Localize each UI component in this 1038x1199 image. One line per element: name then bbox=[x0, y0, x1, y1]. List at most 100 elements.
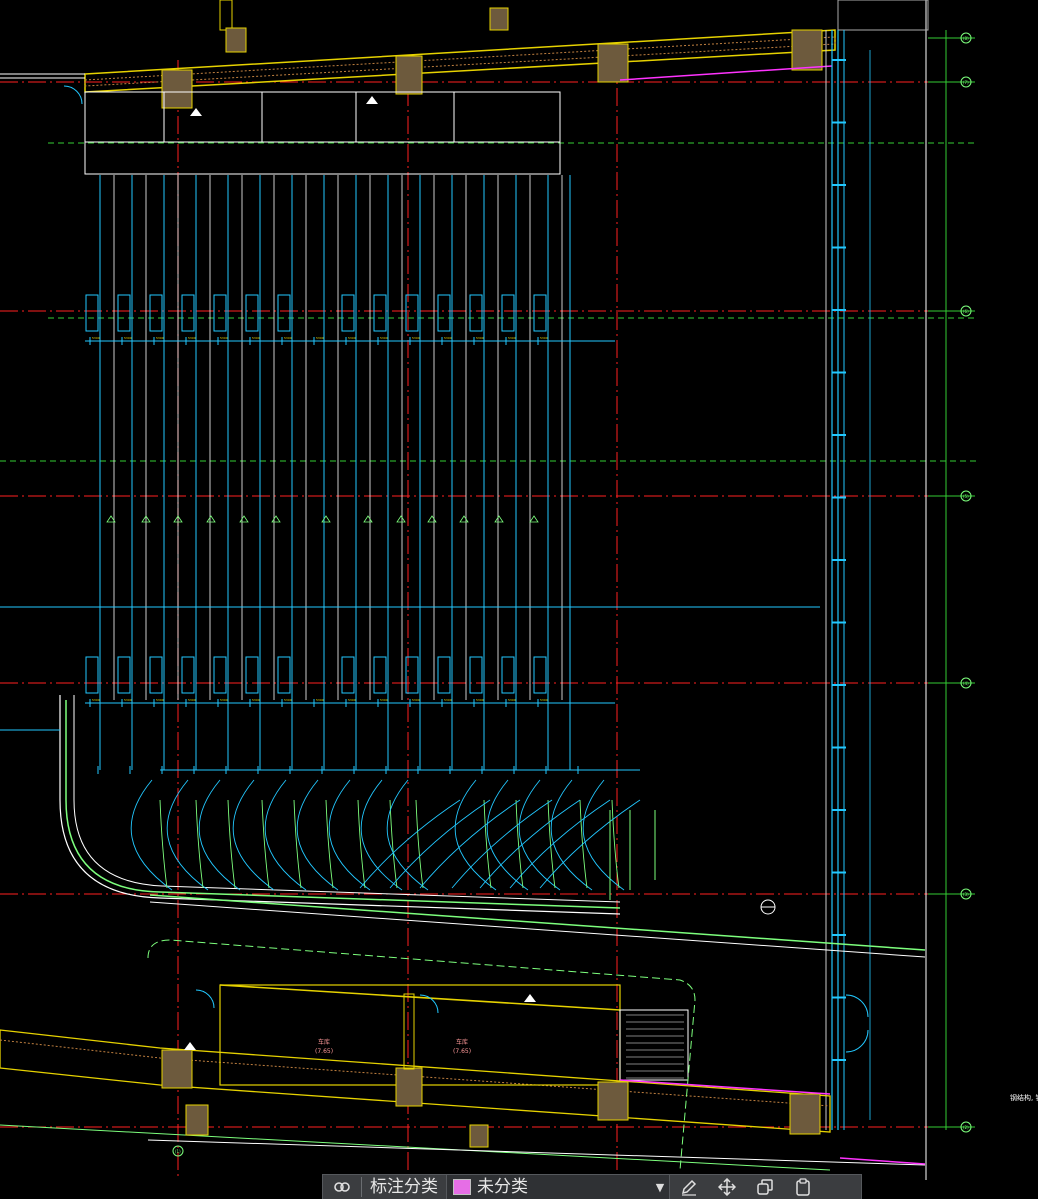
turning-arc-green bbox=[159, 799, 168, 889]
stall-marker-bottom bbox=[373, 656, 387, 694]
north-marker bbox=[190, 108, 202, 116]
dim-text: 5300 bbox=[156, 336, 164, 340]
level-marker bbox=[427, 515, 437, 523]
dim-text: 5300 bbox=[540, 336, 548, 340]
dim-text: 5300 bbox=[252, 698, 260, 702]
dim-text: 5300 bbox=[220, 698, 228, 702]
level-marker bbox=[396, 515, 406, 523]
turning-arc bbox=[486, 779, 529, 891]
ramp-wall-inner bbox=[73, 695, 621, 903]
turning-arc-green bbox=[483, 799, 492, 889]
upper-wall-band bbox=[84, 29, 836, 93]
axis-bubble-label: (4) bbox=[963, 681, 969, 686]
axis-bubble bbox=[960, 677, 972, 689]
stall-marker-bottom bbox=[149, 656, 163, 694]
dim-text: 5300 bbox=[412, 336, 420, 340]
column bbox=[395, 1067, 423, 1107]
axis-bubble bbox=[960, 305, 972, 317]
dim-text: 5300 bbox=[92, 698, 100, 702]
turning-arc-green bbox=[611, 799, 620, 889]
turning-arc-right bbox=[479, 799, 581, 889]
axis-bubble bbox=[960, 490, 972, 502]
chevron-down-icon: ▼ bbox=[655, 1180, 665, 1194]
level-marker bbox=[173, 515, 183, 523]
edit-icon bbox=[680, 1178, 698, 1196]
turning-arc-green bbox=[293, 799, 302, 889]
level-marker bbox=[529, 515, 539, 523]
turning-arc bbox=[454, 779, 497, 891]
magenta-line-lower bbox=[839, 1157, 926, 1165]
lower-boundary-white bbox=[147, 1139, 926, 1166]
stall-marker-top bbox=[277, 294, 291, 332]
paste-icon bbox=[794, 1178, 812, 1196]
turning-arc bbox=[550, 779, 593, 891]
stall-marker-top bbox=[245, 294, 259, 332]
turning-arc bbox=[386, 779, 429, 891]
door-swing bbox=[63, 85, 83, 105]
level-marker bbox=[363, 515, 373, 523]
layer-select[interactable]: 未分类 ▼ bbox=[446, 1175, 670, 1199]
stall-marker-top bbox=[149, 294, 163, 332]
dim-text: 5300 bbox=[444, 698, 452, 702]
door-swing bbox=[419, 994, 439, 1014]
stall-marker-top bbox=[213, 294, 227, 332]
room-label-1: 车库 bbox=[318, 1038, 330, 1046]
axis-lines bbox=[0, 60, 950, 1180]
column bbox=[161, 69, 193, 109]
lower-wall-band bbox=[0, 1029, 831, 1133]
column bbox=[185, 1104, 209, 1136]
layer-select-value: 未分类 bbox=[477, 1177, 528, 1197]
stall-marker-bottom bbox=[181, 656, 195, 694]
magenta-line-lower bbox=[619, 1079, 831, 1095]
north-marker bbox=[184, 1042, 196, 1050]
turning-arc bbox=[232, 779, 275, 891]
turning-arc-green bbox=[227, 799, 236, 889]
axis-bubble bbox=[960, 1121, 972, 1133]
column bbox=[489, 7, 509, 31]
column bbox=[791, 29, 823, 71]
north-marker bbox=[524, 994, 536, 1002]
turning-arc-green bbox=[415, 799, 424, 889]
dim-text: 5300 bbox=[444, 336, 452, 340]
level-marker bbox=[321, 515, 331, 523]
turning-arc bbox=[166, 779, 209, 891]
partition bbox=[403, 993, 415, 1070]
door-swing bbox=[845, 994, 869, 1053]
ramp-wall-outer bbox=[59, 695, 621, 915]
turning-arc-green bbox=[357, 799, 366, 889]
road-edge bbox=[149, 894, 926, 951]
turning-arc-right bbox=[451, 799, 553, 889]
turning-arc bbox=[198, 779, 241, 891]
paste-button[interactable] bbox=[784, 1175, 822, 1199]
turning-arc bbox=[518, 779, 561, 891]
dim-text: 5300 bbox=[476, 336, 484, 340]
room-label-2: 车库 bbox=[456, 1038, 468, 1046]
parking-stalls bbox=[85, 294, 547, 694]
layers-icon bbox=[333, 1179, 351, 1195]
turning-arc-green bbox=[579, 799, 588, 889]
level-marker bbox=[106, 515, 116, 523]
edit-button[interactable] bbox=[670, 1175, 708, 1199]
axis-bubble-label: (5) bbox=[963, 494, 969, 499]
dim-text: 5300 bbox=[188, 336, 196, 340]
move-button[interactable] bbox=[708, 1175, 746, 1199]
axis-bubble-label: (1) bbox=[175, 1149, 181, 1154]
axis-bubble-label: (2) bbox=[963, 1125, 969, 1130]
garage-top-wall bbox=[219, 984, 621, 1011]
level-marker bbox=[206, 515, 216, 523]
level-marker bbox=[141, 515, 151, 523]
dim-text: 5300 bbox=[284, 336, 292, 340]
layers-button[interactable] bbox=[323, 1175, 361, 1199]
stall-marker-bottom bbox=[213, 656, 227, 694]
dim-text: 5300 bbox=[92, 336, 100, 340]
turning-arc bbox=[296, 779, 339, 891]
turning-arc bbox=[582, 779, 625, 891]
room-label-1-elev: (7.65) bbox=[315, 1048, 333, 1055]
stall-marker-top bbox=[117, 294, 131, 332]
dim-text: 5300 bbox=[540, 698, 548, 702]
turning-arc bbox=[328, 779, 371, 891]
dim-text: 5300 bbox=[188, 698, 196, 702]
turning-arc bbox=[264, 779, 307, 891]
copy-button[interactable] bbox=[746, 1175, 784, 1199]
